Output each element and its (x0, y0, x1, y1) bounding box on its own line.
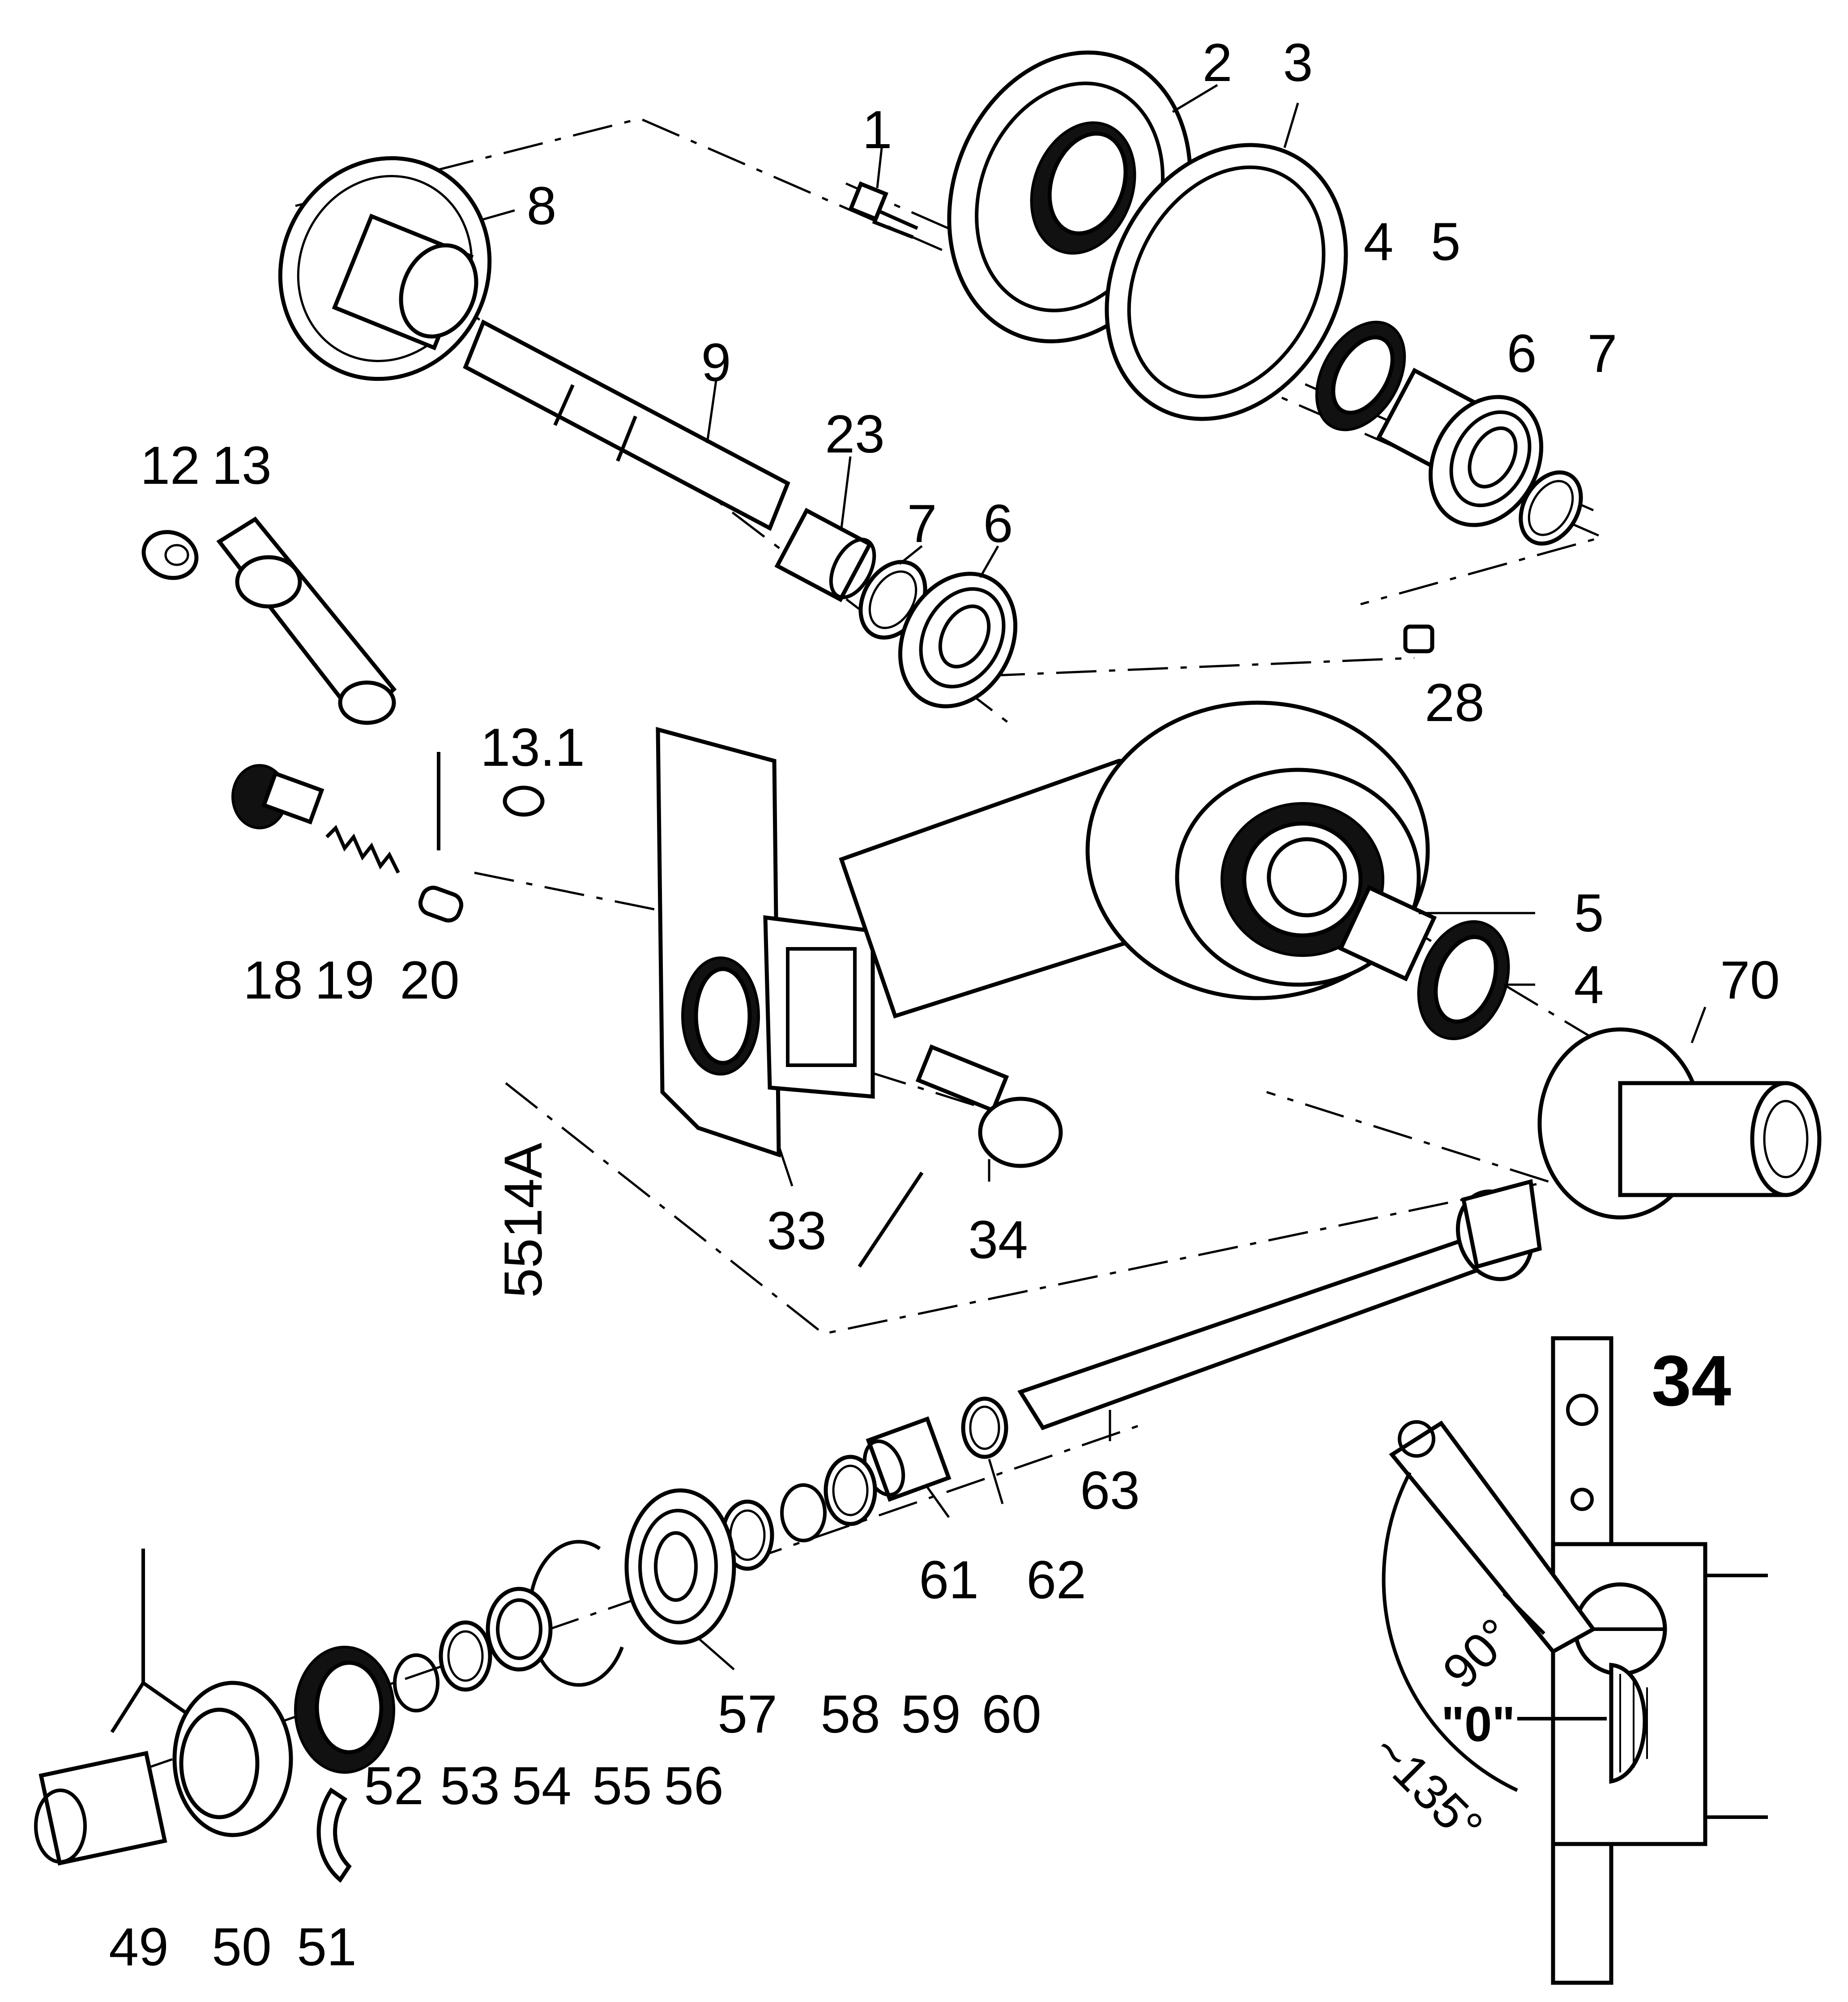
part-label-p60: 60 (982, 1684, 1041, 1744)
detail-angle-90: 90° (1432, 1608, 1524, 1699)
splined-hub-part-49 (34, 1750, 167, 1866)
part-label-p6a: 6 (1507, 324, 1537, 384)
plug-part-28 (1403, 624, 1434, 653)
spring-part-19 (325, 825, 400, 874)
leader-lines (483, 84, 1707, 1670)
nut-part-12 (141, 530, 199, 580)
part-label-p55: 55 (592, 1756, 652, 1816)
part-label-p54: 54 (512, 1756, 571, 1816)
part-label-p23: 23 (825, 404, 884, 464)
part-label-p50: 50 (212, 1917, 271, 1977)
part-label-p51: 51 (297, 1917, 356, 1977)
ball-bearing-part-57 (624, 1488, 736, 1645)
part-label-p28: 28 (1425, 673, 1484, 733)
shaft-seal-part-52 (294, 1646, 395, 1774)
part-label-p58: 58 (820, 1684, 880, 1744)
seal-ring-part-4-top (1315, 320, 1406, 431)
screw-plug-part-18 (231, 764, 324, 829)
shim-part-58 (721, 1499, 774, 1571)
detent-pin-part-20 (418, 752, 464, 923)
circlip-part-53 (393, 1653, 440, 1712)
grease-brush-indicators (110, 1549, 189, 1733)
main-housing-part-33 (656, 700, 1430, 1158)
part-label-p4b: 4 (1574, 955, 1604, 1015)
part-label-p63: 63 (1080, 1460, 1140, 1520)
part-label-p57: 57 (717, 1684, 777, 1744)
output-coupling-part-70 (1537, 1027, 1822, 1220)
lower-assembly-boundary (505, 1082, 1553, 1335)
bevel-gear-part-8 (278, 156, 492, 381)
detail-part-number: 34 (1652, 1340, 1731, 1421)
shim-part-54 (439, 1620, 492, 1692)
detail-position-zero: "0" (1441, 1697, 1515, 1752)
part-label-p49: 49 (109, 1917, 168, 1977)
part-label-p61: 61 (919, 1550, 978, 1610)
seal-ring-part-4-middle (1417, 920, 1510, 1040)
part-label-p33: 33 (767, 1201, 826, 1261)
part-label-p7b: 7 (907, 494, 937, 554)
part-label-p5a: 5 (1431, 212, 1461, 272)
clip-part-13-1 (503, 785, 545, 817)
part-label-p131: 13.1 (480, 717, 585, 777)
splined-shaft-part-9 (463, 319, 790, 531)
drawing-code: 5514A (493, 1143, 553, 1298)
part-label-p56: 56 (664, 1756, 723, 1816)
gasket-part-3 (1105, 143, 1348, 421)
part-label-p9: 9 (701, 333, 731, 393)
part-label-p18: 18 (243, 950, 303, 1010)
locking-clip-part-51 (316, 1787, 352, 1883)
part-label-p52: 52 (364, 1756, 423, 1816)
part-label-p62: 62 (1026, 1550, 1086, 1610)
needle-sleeve-part-23 (774, 508, 876, 602)
selector-detail-view: 34 90° "0" ~135° (1362, 1336, 1768, 1985)
part-label-p53: 53 (440, 1756, 499, 1816)
part-label-p34: 34 (968, 1210, 1028, 1270)
pinion-shaft-part-63 (1017, 1179, 1542, 1430)
shim-part-7-top (1519, 470, 1583, 546)
part-label-p6b: 6 (983, 494, 1013, 554)
shim-part-60 (824, 1455, 877, 1526)
circlip-part-59 (780, 1483, 827, 1542)
part-label-p59: 59 (901, 1684, 960, 1744)
part-label-p13: 13 (212, 435, 271, 495)
spacer-ring-part-55 (486, 1587, 553, 1672)
part-label-p8: 8 (527, 176, 557, 236)
part-label-p20: 20 (400, 950, 459, 1010)
needle-sleeve-part-61 (862, 1416, 952, 1502)
part-label-p19: 19 (315, 950, 374, 1010)
selector-shaft-part-34 (858, 1044, 1063, 1268)
part-label-p3: 3 (1283, 33, 1313, 93)
part-label-p7a: 7 (1588, 324, 1618, 384)
bearing-part-6-top (1428, 395, 1544, 527)
part-label-p1: 1 (862, 100, 892, 160)
shim-part-62 (961, 1396, 1008, 1459)
part-label-p5b: 5 (1574, 883, 1604, 943)
part-label-p2: 2 (1203, 33, 1233, 93)
sleeve-part-5-middle (1338, 885, 1437, 982)
bolt-part-1 (848, 181, 918, 239)
shift-collar-part-50 (172, 1681, 293, 1837)
lever-part-13 (216, 517, 397, 725)
part-label-p70: 70 (1720, 950, 1780, 1010)
part-label-p12: 12 (140, 435, 200, 495)
bearing-part-6-middle (898, 572, 1018, 709)
part-label-p4a: 4 (1364, 212, 1394, 272)
